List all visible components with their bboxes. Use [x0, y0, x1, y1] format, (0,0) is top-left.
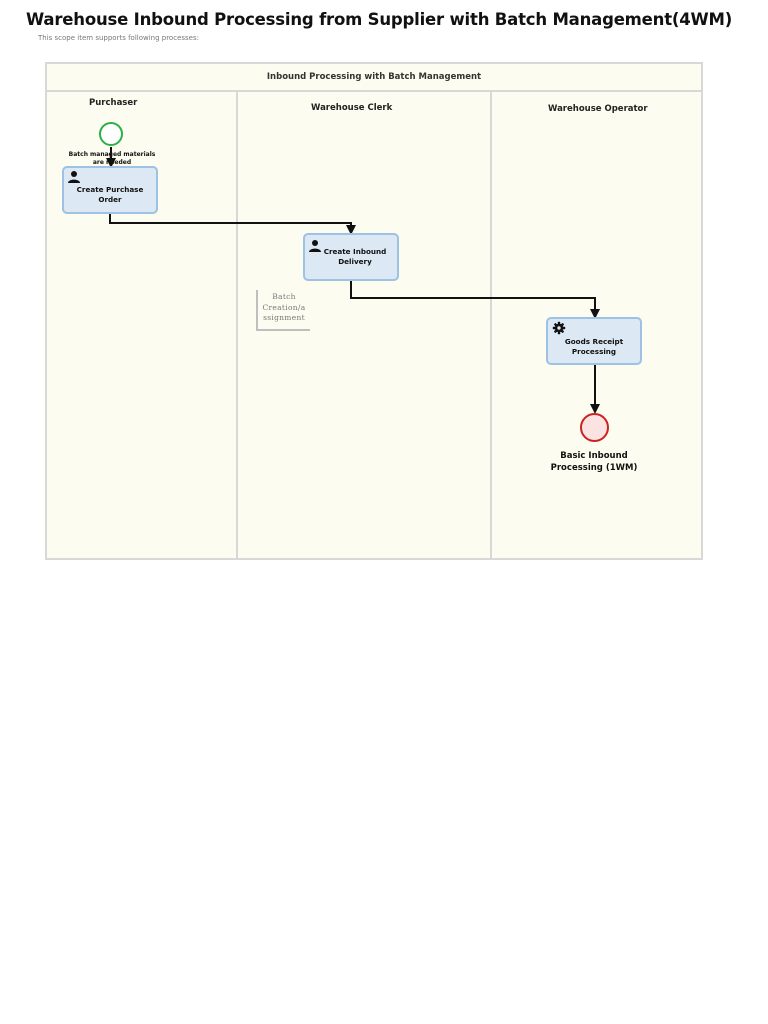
task-label: Create Inbound Delivery — [323, 247, 387, 266]
task-create-inbound-delivery[interactable]: Create Inbound Delivery — [303, 233, 399, 281]
lane-divider — [490, 92, 492, 558]
pool-title: Inbound Processing with Batch Management — [47, 64, 701, 92]
process-pool: Inbound Processing with Batch Management — [45, 62, 703, 560]
task-label: Goods Receipt Processing — [564, 337, 624, 356]
end-event-label: Basic Inbound Processing (1WM) — [550, 451, 638, 473]
gear-icon — [552, 321, 566, 335]
start-event[interactable] — [99, 122, 123, 146]
user-icon — [309, 240, 321, 252]
task-goods-receipt-processing[interactable]: Goods Receipt Processing — [546, 317, 642, 365]
lane-label-warehouse-operator: Warehouse Operator — [548, 104, 648, 114]
task-label: Create Purchase Order — [76, 185, 144, 204]
user-icon — [68, 171, 80, 183]
page-title: Warehouse Inbound Processing from Suppli… — [26, 10, 733, 29]
lane-label-warehouse-clerk: Warehouse Clerk — [311, 103, 393, 113]
batch-annotation: Batch Creation/a ssignment — [256, 290, 310, 331]
page-subtitle: This scope item supports following proce… — [38, 34, 199, 42]
lane-divider — [236, 92, 238, 558]
lane-label-purchaser: Purchaser — [89, 98, 138, 108]
start-event-label: Batch managed materials are needed — [68, 151, 156, 166]
end-event[interactable] — [580, 413, 609, 442]
task-create-purchase-order[interactable]: Create Purchase Order — [62, 166, 158, 214]
